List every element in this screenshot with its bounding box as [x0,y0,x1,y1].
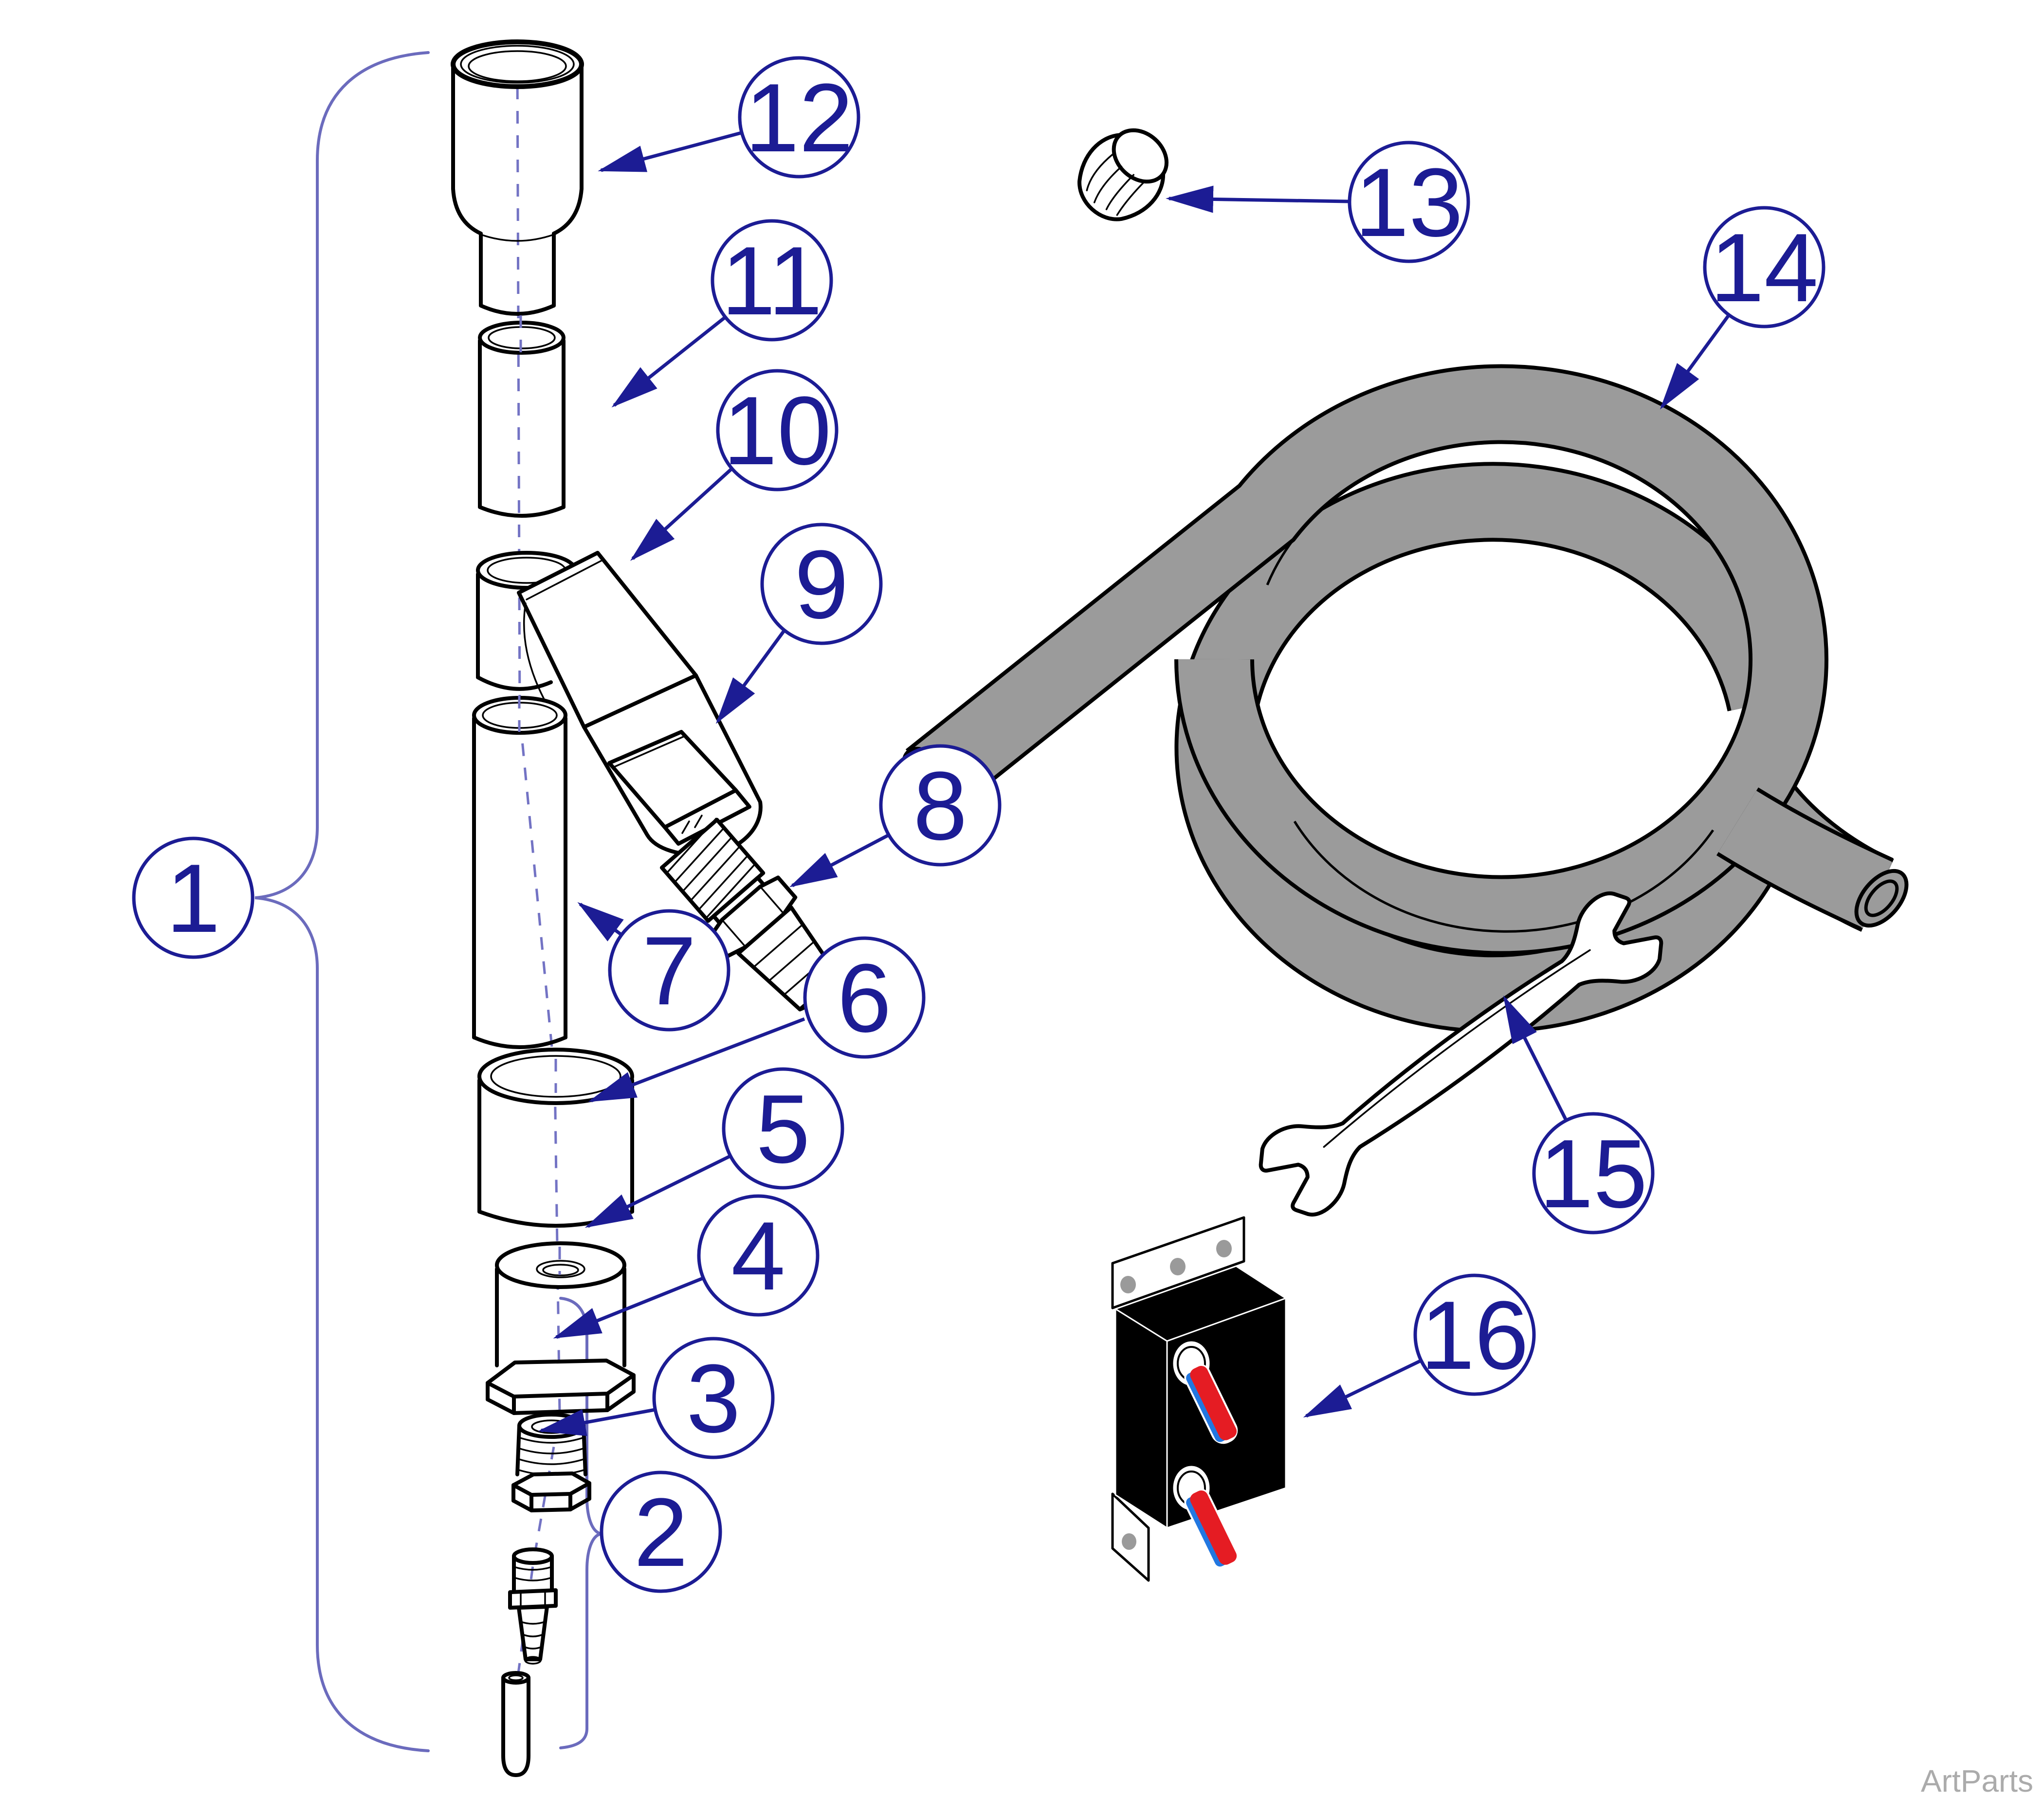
callout-11-arrow [611,316,727,408]
svg-text:9: 9 [794,530,848,639]
callout-16-arrow [1303,1359,1422,1418]
callout-7: 7 [608,909,730,1032]
callout-15: 15 [1532,1112,1655,1235]
part-12-coupling-cup [451,39,584,316]
callout-13: 13 [1348,141,1470,263]
callout-5: 5 [722,1067,844,1190]
callout-12-arrow [598,131,742,172]
callout-8-arrow [789,833,891,888]
callout-4-arrow [553,1276,704,1339]
callout-6-arrow [588,1017,805,1103]
callout-10: 10 [716,369,839,491]
part-13-knurled-cap [1077,128,1169,221]
svg-text:2: 2 [634,1478,688,1587]
hose-end-right [1854,869,1909,928]
svg-text:15: 15 [1539,1120,1647,1228]
svg-text:3: 3 [686,1344,740,1453]
callout-9: 9 [760,523,883,645]
screw-hole [1216,1240,1232,1257]
callout-3-arrow [538,1408,656,1436]
part-2-tubing [501,1671,530,1777]
callout-15-arrow [1503,995,1568,1121]
callout-4: 4 [697,1194,820,1317]
screw-hole [1120,1276,1136,1293]
svg-text:7: 7 [642,917,696,1025]
callout-7-arrow [577,902,624,942]
svg-text:14: 14 [1710,214,1818,322]
part-16-valve-box [1111,1216,1287,1582]
svg-text:8: 8 [913,752,967,860]
svg-text:11: 11 [721,227,822,335]
svg-text:12: 12 [745,64,853,172]
callout-6: 6 [803,936,926,1059]
svg-text:4: 4 [731,1202,785,1310]
screw-hole [1122,1533,1136,1550]
svg-text:16: 16 [1421,1281,1529,1390]
callout-14: 14 [1703,206,1825,328]
spout-cut-face [517,551,698,729]
svg-text:10: 10 [723,377,831,485]
callout-9-arrow [715,629,786,724]
callout-2: 2 [600,1471,722,1593]
callout-8: 8 [879,744,1002,867]
svg-text:5: 5 [756,1075,810,1183]
toggle-lever-lower [1170,1463,1238,1569]
part-7-inner-tube [472,696,567,1049]
callout-3: 3 [652,1337,775,1459]
watermark: ArtParts [1921,1763,2033,1798]
part-9-slide-cover [607,730,751,846]
part-8-barb-fitting [659,817,840,1012]
part-14-coiled-hose [901,364,1909,1034]
callout-14-arrow [1660,314,1730,410]
part-3-barb-connector [508,1547,558,1665]
svg-text:6: 6 [837,944,891,1053]
callout-13-arrow [1166,185,1350,213]
leader-arrows [538,131,1730,1436]
group-brace-main [255,51,430,1752]
part-15-wrench [1259,891,1663,1217]
svg-text:1: 1 [166,844,220,953]
screw-hole [1170,1258,1186,1275]
callout-16: 16 [1413,1273,1536,1396]
callout-12: 12 [738,56,860,179]
box-left-face [1114,1308,1168,1529]
toggle-lever-upper [1170,1339,1238,1444]
callout-11: 11 [711,219,833,342]
callout-5-arrow [584,1154,731,1228]
svg-text:13: 13 [1355,148,1463,257]
callout-10-arrow [630,467,734,561]
callout-1: 1 [132,836,255,959]
centerline-mouth-dashes [518,315,561,1275]
part-5-hex-cap [486,1241,636,1416]
